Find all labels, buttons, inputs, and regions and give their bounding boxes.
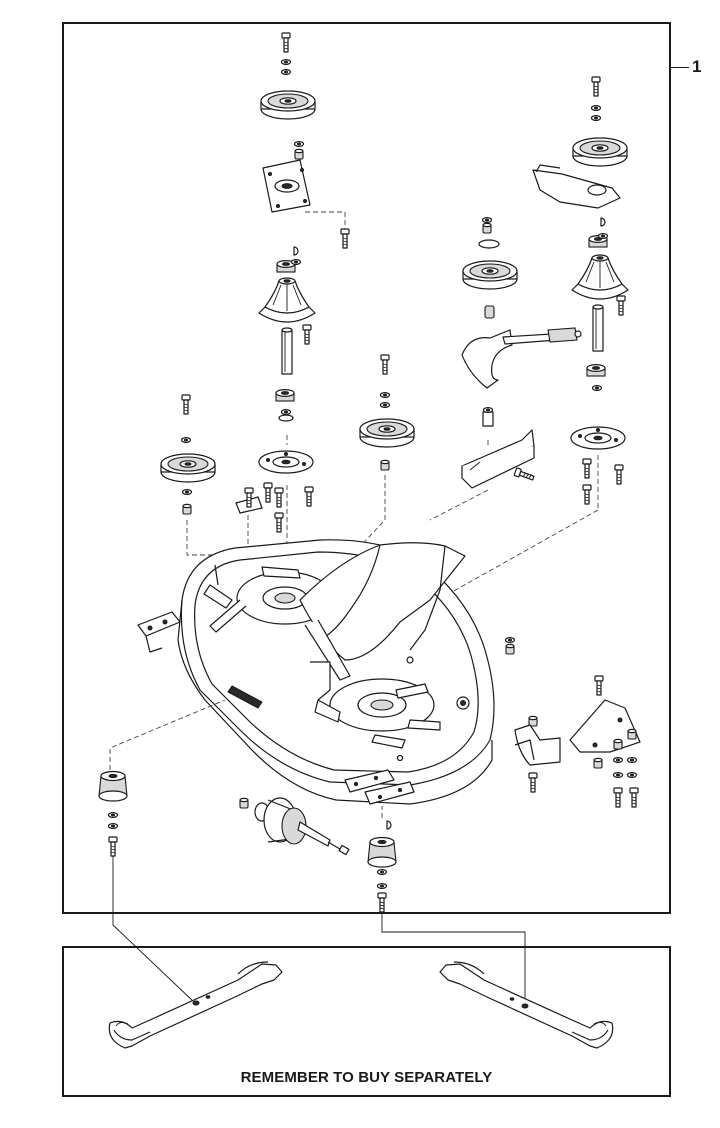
- left-spindle-assembly: [258, 32, 350, 545]
- belt-tensioner-assembly: [461, 217, 582, 489]
- left-idler-pulley-assembly: [160, 394, 273, 560]
- center-idler-pulley-assembly: [299, 354, 415, 611]
- right-spindle-assembly: [532, 76, 629, 510]
- blade-connector-right: [381, 912, 526, 1005]
- left-roller-assembly: [98, 699, 226, 857]
- buy-separately-note: REMEMBER TO BUY SEPARATELY: [240, 1069, 493, 1086]
- center-roller-assembly: [367, 806, 397, 913]
- anti-scalp-wheel: [239, 797, 350, 856]
- ref-leader-line: [671, 67, 689, 68]
- mower-blade-left: [108, 961, 283, 1049]
- ref-number-label: 1: [692, 57, 702, 76]
- blade-connector-left: [112, 856, 196, 1004]
- mower-deck: [137, 539, 516, 805]
- mower-blade-right: [439, 961, 614, 1049]
- right-bracket-hardware: [514, 675, 641, 808]
